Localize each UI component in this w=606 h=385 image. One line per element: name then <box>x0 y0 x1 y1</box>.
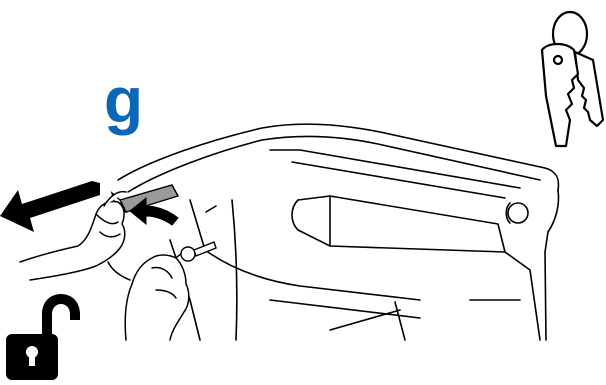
unlock-icon <box>6 294 80 380</box>
key-icon <box>542 12 603 146</box>
inserted-key-icon <box>181 242 216 261</box>
pull-left-arrow-icon <box>0 181 100 232</box>
hand-lower <box>108 251 192 340</box>
